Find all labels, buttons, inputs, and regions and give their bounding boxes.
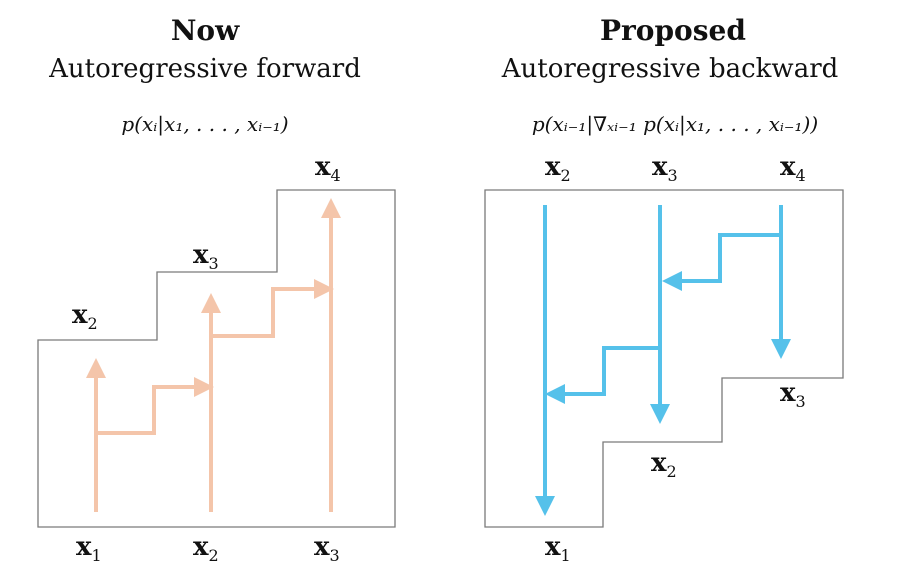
left-label-x3: x3: [193, 240, 219, 274]
left-label-x2: x2: [72, 300, 98, 334]
left-label-bottom-x1: x1: [76, 532, 102, 566]
right-title: Proposed: [600, 14, 746, 47]
right-label-top-x4: x4: [780, 152, 806, 186]
right-label-step-x1: x1: [545, 532, 571, 566]
right-label-top-x2: x2: [545, 152, 571, 186]
left-formula: p(xᵢ|x₁, . . . , xᵢ₋₁): [121, 112, 289, 136]
left-staircase-outline: [37, 189, 396, 528]
right-label-top-x3: x3: [652, 152, 678, 186]
left-label-x4: x4: [315, 152, 341, 186]
right-arrow-step3: [662, 233, 781, 291]
right-staircase-outline: [484, 189, 844, 528]
left-label-bottom-x3: x3: [314, 532, 340, 566]
right-formula: p(xᵢ₋₁|∇ₓᵢ₋₁ p(xᵢ|x₁, . . . , xᵢ₋₁)): [531, 112, 819, 136]
right-subtitle: Autoregressive backward: [501, 54, 839, 84]
right-label-step-x3: x3: [780, 378, 806, 412]
left-title: Now: [170, 14, 240, 47]
left-arrow-step1: [96, 377, 214, 435]
right-label-step-x2: x2: [651, 448, 677, 482]
left-label-bottom-x2: x2: [193, 532, 219, 566]
left-arrow-step2: [211, 279, 334, 338]
right-arrow-step2: [545, 346, 660, 404]
left-subtitle: Autoregressive forward: [49, 54, 361, 84]
